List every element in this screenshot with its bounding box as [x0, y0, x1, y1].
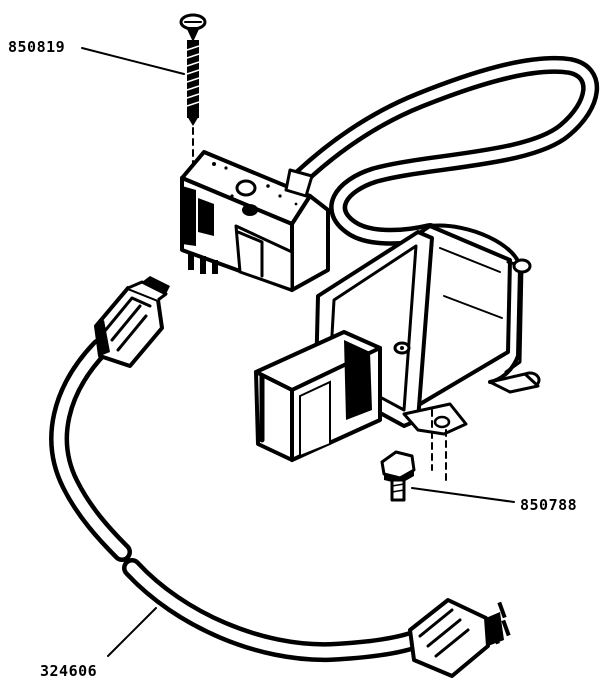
motor-lead-cable — [291, 55, 600, 246]
screw-part — [179, 13, 207, 169]
part-number-cord: 324606 — [40, 662, 97, 680]
starter-motor-part — [254, 223, 541, 462]
label-cord-group: 324606 — [40, 607, 157, 680]
label-screw-group: 850819 — [8, 38, 185, 75]
label-bolt-group: 850788 — [411, 487, 577, 514]
part-number-bolt: 850788 — [520, 496, 577, 514]
power-cord-part — [49, 276, 511, 678]
cord-female-connector — [94, 276, 170, 368]
bolt-part — [380, 409, 447, 502]
cord-male-plug — [408, 598, 511, 678]
part-number-screw: 850819 — [8, 38, 65, 56]
switch-box-part — [180, 150, 330, 292]
